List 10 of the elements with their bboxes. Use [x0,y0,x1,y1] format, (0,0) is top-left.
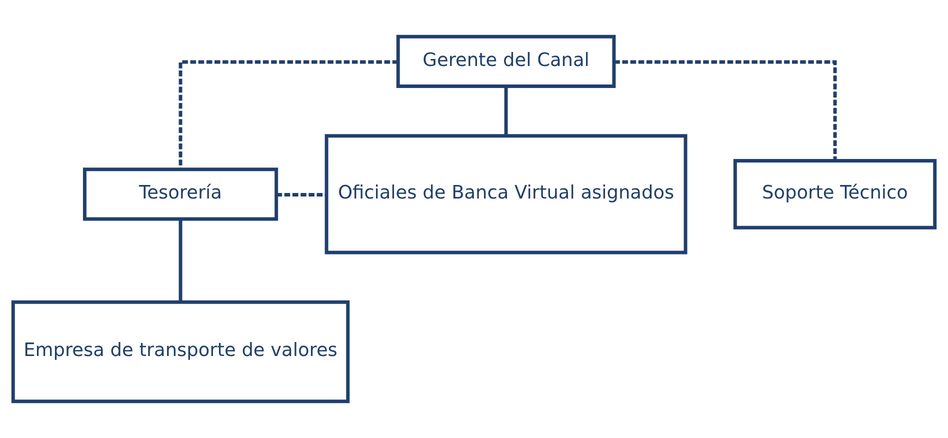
connector [614,60,837,160]
connector [276,193,326,196]
node-box: Gerente del Canal [396,34,616,88]
node-box: Oficiales de Banca Virtual asignados [324,134,688,254]
connector [504,86,508,136]
node-box: Empresa de transporte de valores [11,300,350,404]
connector [178,219,182,302]
node-box: Tesorería [82,168,278,221]
connector [178,60,398,170]
node-box: Soporte Técnico [733,158,937,230]
